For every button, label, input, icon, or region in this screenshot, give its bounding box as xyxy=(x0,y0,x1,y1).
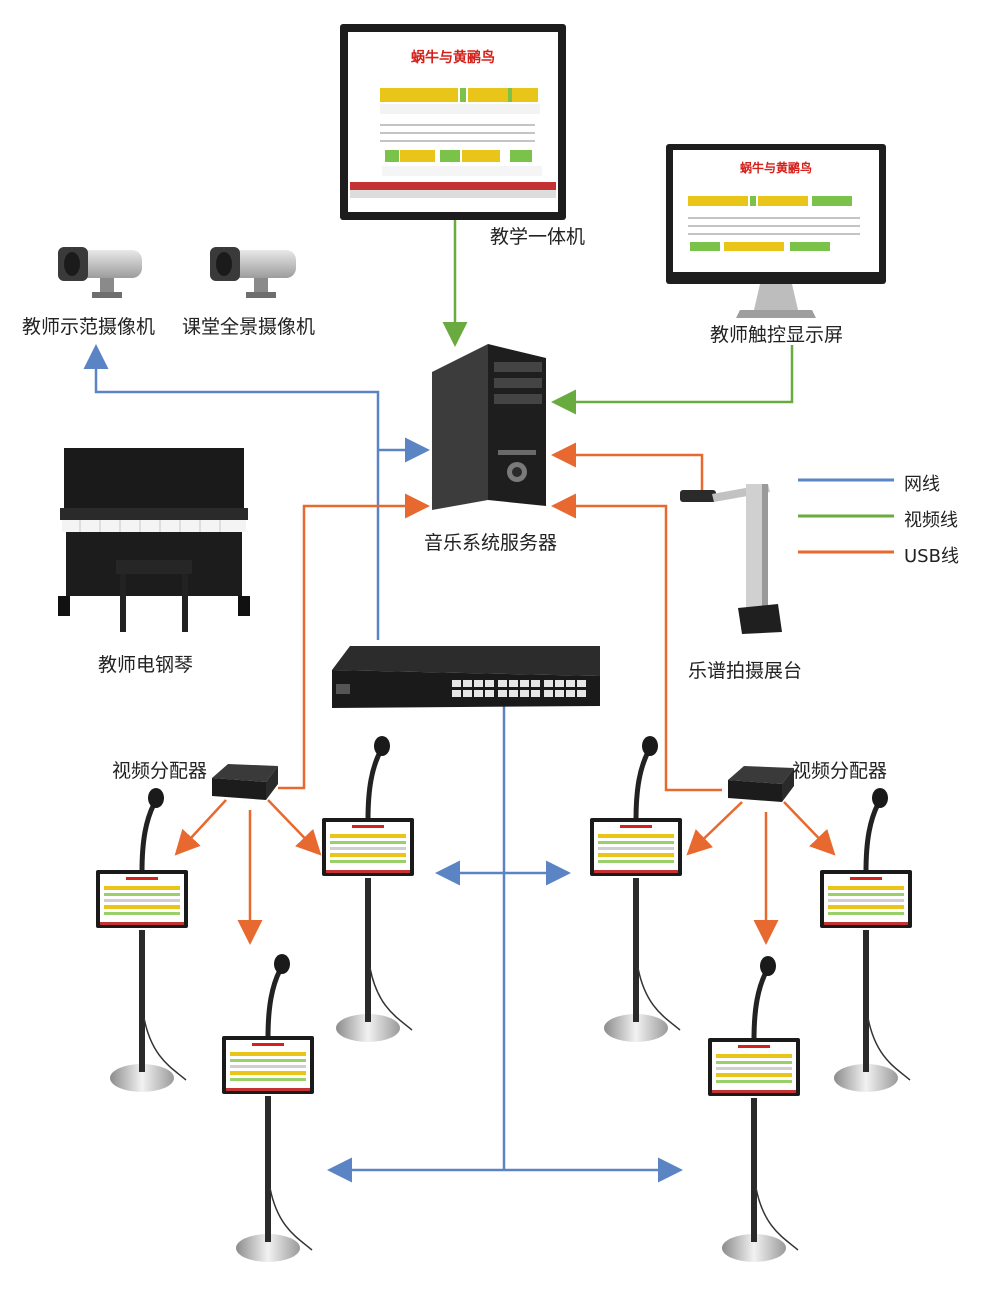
student-station xyxy=(820,788,912,1092)
label-piano: 教师电钢琴 xyxy=(98,654,194,676)
touch-display: 蜗牛与黄鹂鸟 xyxy=(666,144,886,318)
network-switch xyxy=(332,646,600,708)
screen-title: 蜗牛与黄鹂鸟 xyxy=(411,49,495,66)
video-lines xyxy=(442,205,794,415)
student-station xyxy=(322,736,414,1042)
piano xyxy=(58,448,250,632)
student-station xyxy=(708,956,800,1262)
teaching-display: 蜗牛与黄鹂鸟 xyxy=(340,24,566,220)
label-splitter-right: 视频分配器 xyxy=(792,760,888,782)
legend-label-usb: USB线 xyxy=(904,546,959,567)
touch-screen-title: 蜗牛与黄鹂鸟 xyxy=(740,160,812,175)
legend-label-network: 网线 xyxy=(904,474,940,495)
label-score-stand: 乐谱拍摄展台 xyxy=(688,660,803,682)
student-station xyxy=(590,736,682,1042)
panorama-camera xyxy=(210,247,296,298)
label-panorama-camera: 课堂全景摄像机 xyxy=(182,316,316,338)
label-server: 音乐系统服务器 xyxy=(424,532,558,554)
network-lines xyxy=(83,344,683,1183)
label-teaching-display: 教学一体机 xyxy=(490,226,586,248)
student-station xyxy=(96,788,188,1092)
student-station xyxy=(222,954,314,1262)
usb-lines xyxy=(174,442,836,945)
score-stand xyxy=(680,484,782,634)
splitter-left xyxy=(212,764,278,800)
legend-label-video: 视频线 xyxy=(904,510,958,531)
label-demo-camera: 教师示范摄像机 xyxy=(22,316,156,338)
label-splitter-left: 视频分配器 xyxy=(112,760,208,782)
legend-swatches xyxy=(798,478,894,554)
demo-camera xyxy=(58,247,142,298)
server-tower xyxy=(432,344,546,510)
label-touch-display: 教师触控显示屏 xyxy=(710,324,844,346)
splitter-right xyxy=(728,766,794,802)
